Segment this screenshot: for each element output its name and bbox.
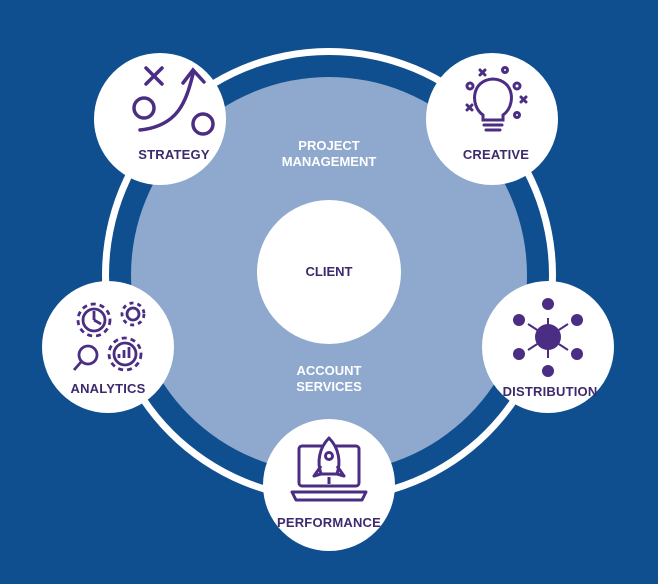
analytics-label: ANALYTICS — [70, 381, 146, 396]
rocket-laptop-icon — [290, 436, 368, 502]
network-icon — [513, 298, 583, 377]
project-management-line-2: MANAGEMENT — [281, 154, 377, 169]
strategy-label: STRATEGY — [138, 147, 210, 162]
account-services-line-2: SERVICES — [296, 379, 362, 394]
strategy-icon — [132, 66, 215, 136]
account-services-line-1: ACCOUNT — [296, 363, 362, 378]
client-label: CLIENT — [305, 264, 353, 279]
project-management-line-1: PROJECT — [298, 138, 360, 153]
performance-label: PERFORMANCE — [276, 515, 382, 530]
node-circle-strategy — [94, 53, 226, 185]
creative-label: CREATIVE — [462, 147, 530, 162]
center-circle — [257, 200, 401, 344]
project-management-label: PROJECT MANAGEMENT — [259, 138, 399, 170]
distribution-label: DISTRIBUTION — [502, 384, 598, 399]
account-services-label: ACCOUNT SERVICES — [259, 363, 399, 395]
lightbulb-icon — [465, 66, 528, 132]
gears-analytics-icon — [72, 301, 146, 372]
node-circle-analytics — [42, 281, 174, 413]
